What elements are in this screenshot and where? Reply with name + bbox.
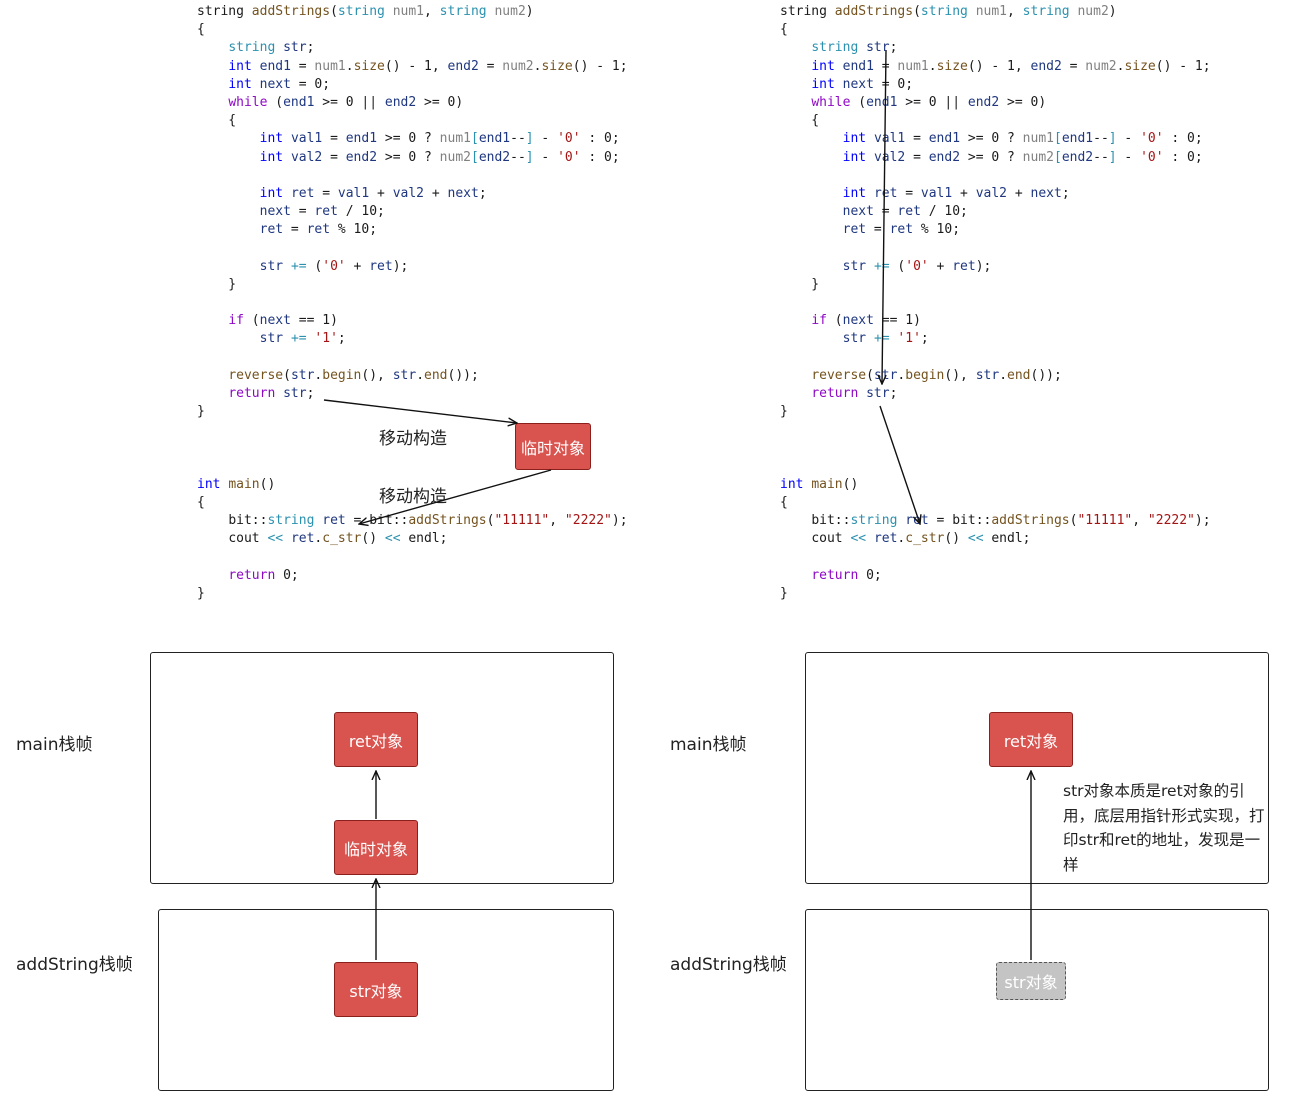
- addstring-frame-label-right: addString栈帧: [670, 955, 787, 975]
- code-line: int end1 = num1.size() - 1, end2 = num2.…: [228, 58, 628, 74]
- addstring-frame-left: [158, 909, 614, 1091]
- main-frame-left: [150, 652, 614, 884]
- code-line: next = ret / 10;: [842, 204, 968, 220]
- code-line: }: [197, 276, 237, 292]
- code-line: int val1 = end1 >= 0 ? num1[end1--] - '0…: [259, 131, 620, 147]
- code-line: int ret = val1 + val2 + next;: [259, 185, 487, 201]
- code-line: string addStrings(string num1, string nu…: [197, 4, 534, 19]
- code-line: string str;: [228, 40, 315, 56]
- code-line: [780, 421, 1211, 439]
- code-line: [780, 294, 1211, 312]
- code-line: return str;: [811, 385, 898, 401]
- code-line: [780, 458, 1211, 476]
- code-line: reverse(str.begin(), str.end());: [228, 367, 479, 383]
- code-line: return str;: [228, 385, 315, 401]
- code-line: reverse(str.begin(), str.end());: [811, 367, 1062, 383]
- code-line: int val1 = end1 >= 0 ? num1[end1--] - '0…: [842, 131, 1203, 147]
- main-frame-label-right: main栈帧: [670, 735, 747, 755]
- code-line: string str;: [811, 40, 898, 56]
- ret-object-box-left: ret对象: [334, 712, 418, 767]
- code-line: str += '1';: [842, 331, 929, 347]
- code-line: str += ('0' + ret);: [259, 258, 409, 274]
- code-line: [197, 294, 628, 312]
- code-line: {: [197, 495, 205, 511]
- code-line: cout << ret.c_str() << endl;: [228, 531, 448, 547]
- code-line: }: [780, 276, 820, 292]
- code-line: {: [197, 22, 205, 38]
- main-frame-label-left: main栈帧: [16, 735, 93, 755]
- code-line: int next = 0;: [228, 76, 331, 92]
- code-line: int val2 = end2 >= 0 ? num2[end2--] - '0…: [259, 149, 620, 165]
- move-construct-label-2: 移动构造: [379, 487, 447, 507]
- code-line: [780, 167, 1211, 185]
- code-line: if (next == 1): [811, 313, 921, 329]
- code-line: [780, 549, 1211, 567]
- code-line: [197, 549, 628, 567]
- temp-object-box-stack: 临时对象: [334, 820, 418, 875]
- code-right: string addStrings(string num1, string nu…: [780, 3, 1211, 603]
- code-line: while (end1 >= 0 || end2 >= 0): [811, 94, 1047, 110]
- str-object-box-left: str对象: [334, 962, 418, 1017]
- code-line: [780, 440, 1211, 458]
- code-line: int ret = val1 + val2 + next;: [842, 185, 1070, 201]
- code-line: }: [780, 404, 788, 420]
- str-object-box-ghost: str对象: [996, 962, 1066, 1000]
- code-line: return 0;: [228, 567, 299, 583]
- code-line: next = ret / 10;: [259, 204, 385, 220]
- move-construct-label-1: 移动构造: [379, 429, 447, 449]
- code-line: int end1 = num1.size() - 1, end2 = num2.…: [811, 58, 1211, 74]
- code-line: {: [780, 113, 820, 129]
- code-line: string addStrings(string num1, string nu…: [780, 4, 1117, 19]
- code-left: string addStrings(string num1, string nu…: [197, 3, 628, 603]
- code-line: if (next == 1): [228, 313, 338, 329]
- code-line: bit::string ret = bit::addStrings("11111…: [811, 513, 1211, 529]
- code-line: str += '1';: [259, 331, 346, 347]
- code-line: cout << ret.c_str() << endl;: [811, 531, 1031, 547]
- addstring-frame-right: [805, 909, 1269, 1091]
- code-line: [780, 349, 1211, 367]
- code-line: bit::string ret = bit::addStrings("11111…: [228, 513, 628, 529]
- temp-object-box-code: 临时对象: [515, 423, 591, 470]
- code-line: }: [780, 586, 788, 601]
- code-line: {: [197, 113, 237, 129]
- main-frame-right: [805, 652, 1269, 884]
- code-line: }: [197, 404, 205, 420]
- code-line: int val2 = end2 >= 0 ? num2[end2--] - '0…: [842, 149, 1203, 165]
- addstring-frame-label-left: addString栈帧: [16, 955, 133, 975]
- code-line: str += ('0' + ret);: [842, 258, 992, 274]
- code-line: int main(): [197, 476, 276, 492]
- reference-note: str对象本质是ret对象的引用，底层用指针形式实现，打印str和ret的地址，…: [1063, 782, 1265, 874]
- code-line: ret = ret % 10;: [259, 222, 378, 238]
- code-line: int main(): [780, 476, 859, 492]
- code-line: [780, 239, 1211, 257]
- code-line: }: [197, 586, 205, 601]
- code-line: ret = ret % 10;: [842, 222, 961, 238]
- code-line: {: [780, 495, 788, 511]
- code-line: [197, 349, 628, 367]
- code-line: {: [780, 22, 788, 38]
- ret-object-box-right: ret对象: [989, 712, 1073, 767]
- code-line: int next = 0;: [811, 76, 914, 92]
- code-line: [197, 239, 628, 257]
- code-line: return 0;: [811, 567, 882, 583]
- code-line: [197, 167, 628, 185]
- code-line: while (end1 >= 0 || end2 >= 0): [228, 94, 464, 110]
